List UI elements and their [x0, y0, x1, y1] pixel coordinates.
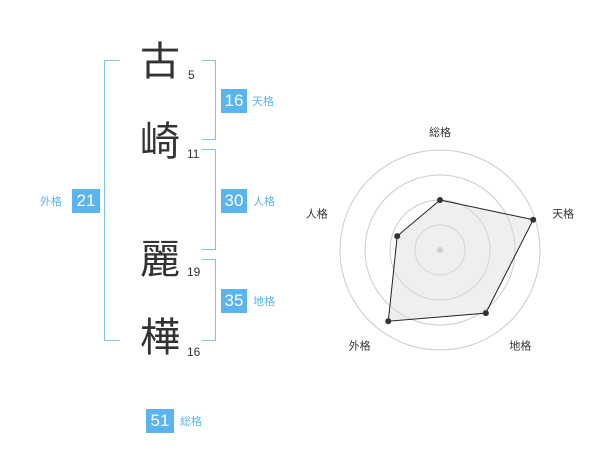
radar-polygon — [387, 199, 534, 322]
radar-axis-label-2: 天格 — [552, 207, 574, 221]
radar-point-5 — [394, 233, 401, 240]
chikaku-value: 35 — [221, 289, 247, 313]
gaikaku-bracket — [104, 60, 120, 341]
radar-point-3 — [482, 310, 489, 317]
gaikaku-label: 外格 — [40, 195, 62, 208]
tenkaku-label: 天格 — [252, 95, 274, 108]
tenkaku-value: 16 — [221, 89, 247, 113]
radar-axis-label-1: 総格 — [429, 125, 451, 139]
name-char-2: 崎 — [140, 119, 180, 165]
chikaku-bracket — [202, 259, 216, 341]
radar-ring — [364, 174, 516, 326]
jinkaku-value: 30 — [221, 189, 247, 213]
radar-point-4 — [385, 318, 392, 325]
radar-ring — [414, 224, 466, 276]
name-char-4: 樺 — [140, 315, 180, 361]
stroke-count-3: 19 — [187, 265, 201, 279]
radar-axis-label-3: 地格 — [509, 339, 531, 353]
jinkaku-bracket — [202, 149, 216, 250]
radar-point-1 — [437, 197, 443, 203]
stroke-count-1: 5 — [188, 68, 195, 82]
name-char-1: 古 — [140, 39, 180, 85]
radar-point-2 — [530, 216, 537, 223]
stroke-count-4: 16 — [187, 345, 201, 359]
radar-center — [437, 247, 443, 253]
radar-ring — [339, 149, 541, 351]
radar-axis-label-5: 人格 — [306, 207, 328, 221]
radar-axis-label-4: 外格 — [349, 339, 371, 353]
name-char-3: 麗 — [140, 237, 180, 283]
chikaku-label: 地格 — [253, 295, 275, 308]
stroke-count-2: 11 — [187, 147, 200, 161]
soukaku-value: 51 — [146, 409, 174, 433]
tenkaku-bracket — [202, 60, 216, 140]
jinkaku-label: 人格 — [253, 195, 275, 208]
gaikaku-value: 21 — [72, 189, 100, 213]
soukaku-label: 総格 — [180, 415, 202, 428]
